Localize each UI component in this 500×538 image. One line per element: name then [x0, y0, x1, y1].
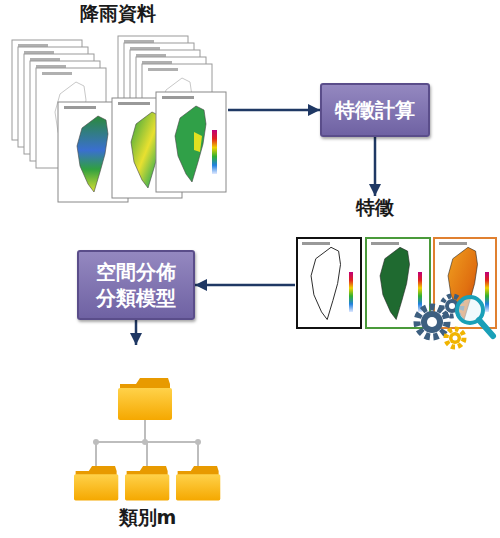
box-label: 空間分佈 分類模型	[87, 259, 185, 311]
flow-arrow	[135, 320, 138, 345]
heading: 類別m	[117, 506, 179, 529]
feature-map	[297, 238, 361, 328]
box-label: 特徵計算	[335, 97, 415, 123]
rain-map	[156, 92, 226, 192]
category-group: 類別m	[70, 345, 225, 533]
data-group: 降雨資料	[8, 2, 228, 207]
flow-arrow	[228, 109, 320, 112]
feature-map	[434, 238, 496, 328]
heading: 降雨資料	[78, 2, 158, 25]
process-box: 空間分佈 分類模型	[77, 250, 195, 320]
process-box: 特徵計算	[320, 83, 430, 137]
gear-icon	[417, 296, 493, 347]
feature-group: 特徵	[295, 196, 455, 346]
flow-arrow	[374, 137, 377, 196]
heading: 特徵	[354, 196, 396, 219]
flow-arrow	[195, 284, 295, 287]
folder-tree	[74, 378, 220, 500]
